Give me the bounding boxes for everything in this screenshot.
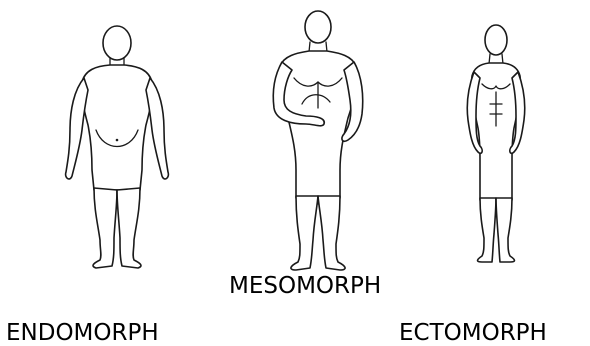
mesomorph-right-leg bbox=[318, 196, 345, 270]
endomorph-right-arm bbox=[146, 78, 168, 179]
mesomorph-left-leg bbox=[291, 196, 318, 270]
endomorph-left-arm bbox=[66, 78, 88, 179]
ectomorph-right-leg bbox=[496, 198, 515, 262]
endomorph-right-leg bbox=[117, 188, 141, 268]
endomorph-figure bbox=[66, 26, 169, 268]
endomorph-left-leg bbox=[93, 188, 117, 268]
ectomorph-left-leg bbox=[478, 198, 497, 262]
endomorph-label: ENDOMORPH bbox=[6, 322, 159, 345]
endomorph-torso bbox=[81, 65, 152, 190]
mesomorph-head bbox=[305, 11, 331, 43]
mesomorph-figure bbox=[273, 11, 362, 270]
ectomorph-figure bbox=[467, 25, 525, 262]
ectomorph-head bbox=[485, 25, 507, 55]
endomorph-head bbox=[103, 26, 131, 60]
ectomorph-label: ECTOMORPH bbox=[399, 322, 547, 345]
mesomorph-label: MESOMORPH bbox=[229, 275, 381, 298]
